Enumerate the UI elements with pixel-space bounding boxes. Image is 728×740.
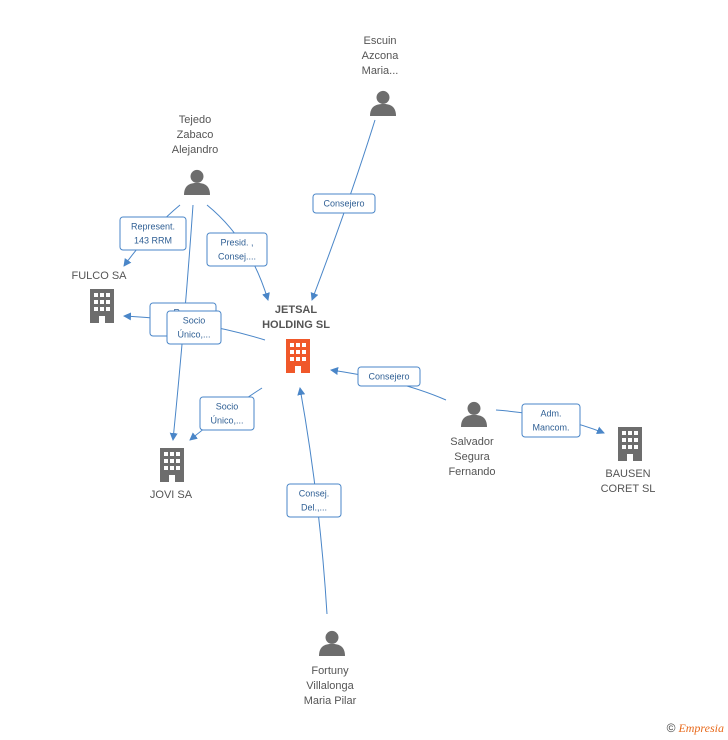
node-label-line: Villalonga: [306, 680, 354, 692]
relation-text: Único,...: [210, 416, 243, 426]
relation-label-e3[interactable]: Presid. , Consej....: [206, 232, 268, 267]
node-label-line: FULCO SA: [71, 270, 127, 282]
relation-label-e5[interactable]: SocioÚnico,...: [166, 310, 222, 345]
relation-label-e6[interactable]: SocioÚnico,...: [199, 396, 255, 431]
relation-text: Consejero: [323, 199, 364, 209]
relation-box: [286, 483, 342, 518]
relation-label-e8[interactable]: Adm. Mancom.: [521, 403, 581, 438]
relation-text: Socio: [216, 402, 239, 412]
relation-box: [166, 310, 222, 345]
relation-label-e9[interactable]: Consej. Del.,...: [286, 483, 342, 518]
relation-box: [521, 403, 581, 438]
relation-box: [312, 193, 376, 214]
person-icon: [370, 90, 396, 116]
relation-text: Consejero: [368, 372, 409, 382]
relation-text: Mancom.: [532, 423, 569, 433]
relation-text: Único,...: [177, 330, 210, 340]
relation-text: Adm.: [540, 409, 561, 419]
company-icon: [160, 448, 184, 482]
node-jovi[interactable]: JOVI SA: [150, 448, 193, 501]
relation-text: Presid. ,: [220, 238, 253, 248]
node-label-line: JOVI SA: [150, 489, 193, 501]
relation-box: [206, 232, 268, 267]
node-label-line: Maria...: [362, 65, 399, 77]
relation-text: Socio: [183, 316, 206, 326]
node-label-line: Escuin: [363, 35, 396, 47]
relation-text: Consej.: [299, 489, 330, 499]
person-icon: [319, 630, 345, 656]
relation-label-e2[interactable]: Represent. 143 RRM: [119, 216, 187, 251]
relation-text: 143 RRM: [134, 236, 172, 246]
copyright-symbol: ©: [666, 721, 676, 735]
relation-label-e1[interactable]: Consejero: [312, 193, 376, 214]
relation-label-e7[interactable]: Consejero: [357, 366, 421, 387]
node-label-line: Fernando: [448, 466, 495, 478]
node-fulco[interactable]: FULCO SA: [71, 270, 127, 323]
company-icon: [618, 427, 642, 461]
brand-logo[interactable]: Empresia: [678, 721, 724, 735]
node-bausen[interactable]: BAUSEN CORET SL: [601, 427, 656, 495]
relation-text: Del.,...: [301, 503, 327, 513]
relation-text: Represent.: [131, 222, 175, 232]
node-label-line: Tejedo: [179, 114, 211, 126]
node-label-line: CORET SL: [601, 483, 656, 495]
node-label-line: Segura: [454, 451, 490, 463]
relation-box: [119, 216, 187, 251]
node-label-line: Fortuny: [311, 665, 349, 677]
footer: ©Empresia: [667, 721, 724, 736]
node-label-line: HOLDING SL: [262, 319, 330, 331]
node-label-line: JETSAL: [275, 304, 317, 316]
node-label-line: BAUSEN: [605, 468, 650, 480]
person-icon: [184, 169, 210, 195]
relation-box: [199, 396, 255, 431]
node-label-line: Alejandro: [172, 144, 218, 156]
node-label-line: Salvador: [450, 436, 494, 448]
relation-text: Consej....: [218, 252, 256, 262]
node-jetsal[interactable]: JETSAL HOLDING SL: [262, 304, 330, 373]
main-company-icon: [286, 339, 310, 373]
relation-box: [357, 366, 421, 387]
person-icon: [461, 401, 487, 427]
company-icon: [90, 289, 114, 323]
node-label-line: Azcona: [362, 50, 400, 62]
node-label-line: Zabaco: [177, 129, 214, 141]
node-escuin[interactable]: EscuinAzconaMaria...: [362, 35, 400, 116]
node-label-line: Maria Pilar: [304, 695, 357, 707]
